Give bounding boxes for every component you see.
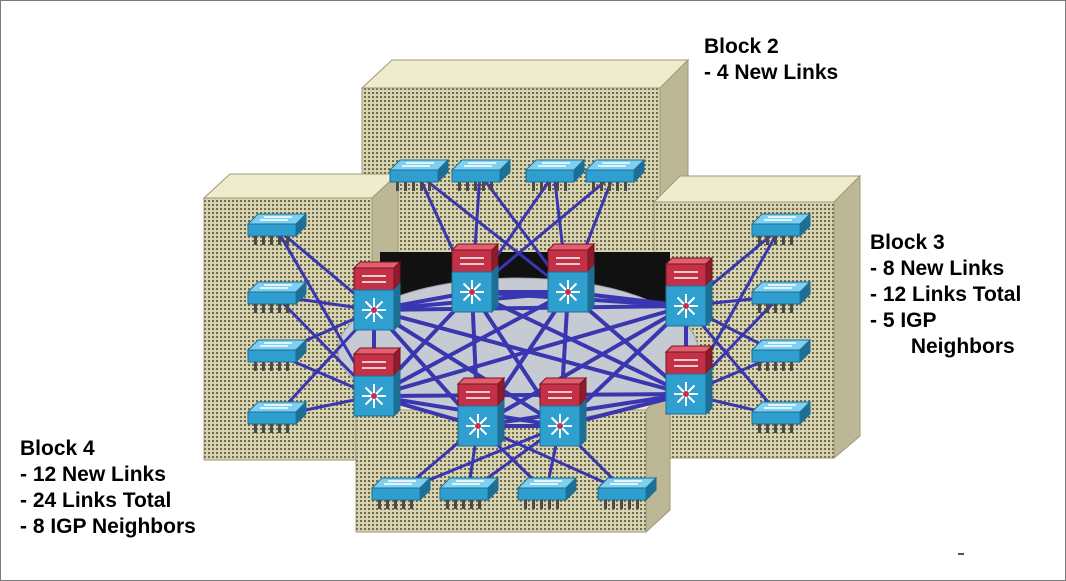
block-3-title: Block 3 — [870, 231, 945, 254]
backbone-link — [372, 304, 688, 398]
access-switch-icon — [584, 158, 646, 191]
block-3-neighbors: Neighbors — [870, 335, 1015, 358]
layer3-switch-icon — [352, 260, 402, 332]
layer3-switch-icon — [664, 256, 714, 328]
access-switch-icon — [750, 212, 812, 245]
block-4-igp-neighbors: - 8 IGP Neighbors — [20, 515, 196, 538]
access-switch-icon — [750, 338, 812, 371]
backbone-link — [476, 304, 688, 428]
block-2-new-links: - 4 New Links — [704, 61, 839, 84]
layer3-switch-icon — [546, 242, 596, 314]
block-3-links-total: - 12 Links Total — [870, 283, 1022, 306]
block-2-label: Block 2 - 4 New Links — [704, 34, 838, 86]
layer3-switch-icon — [352, 346, 402, 418]
stray-mark — [958, 553, 964, 555]
access-switch-icon — [596, 476, 658, 509]
access-switch-icon — [516, 476, 578, 509]
access-switch-icon — [246, 400, 308, 433]
access-switch-icon — [750, 280, 812, 313]
block-4-label: Block 4 - 12 New Links - 24 Links Total … — [20, 436, 196, 540]
access-uplink — [416, 172, 570, 294]
block-4-links-total: - 24 Links Total — [20, 489, 172, 512]
access-switch-icon — [246, 212, 308, 245]
layer3-switch-icon — [456, 376, 506, 448]
block-4-new-links: - 12 New Links — [20, 463, 166, 486]
layer3-switch-icon — [538, 376, 588, 448]
backbone-link — [372, 304, 688, 312]
access-switch-icon — [524, 158, 586, 191]
block-3-label: Block 3 - 8 New Links - 12 Links Total -… — [870, 230, 1021, 360]
block-3-new-links: - 8 New Links — [870, 257, 1005, 280]
block-3-igp: - 5 IGP — [870, 309, 937, 332]
access-switch-icon — [370, 476, 432, 509]
block-2-title: Block 2 — [704, 35, 779, 58]
access-switch-icon — [450, 158, 512, 191]
access-switch-icon — [246, 338, 308, 371]
access-switch-icon — [388, 158, 450, 191]
devices-layer — [246, 158, 812, 509]
access-switch-icon — [750, 400, 812, 433]
access-switch-icon — [246, 280, 308, 313]
access-switch-icon — [438, 476, 500, 509]
layer3-switch-icon — [664, 344, 714, 416]
block-4-title: Block 4 — [20, 437, 95, 460]
layer3-switch-icon — [450, 242, 500, 314]
